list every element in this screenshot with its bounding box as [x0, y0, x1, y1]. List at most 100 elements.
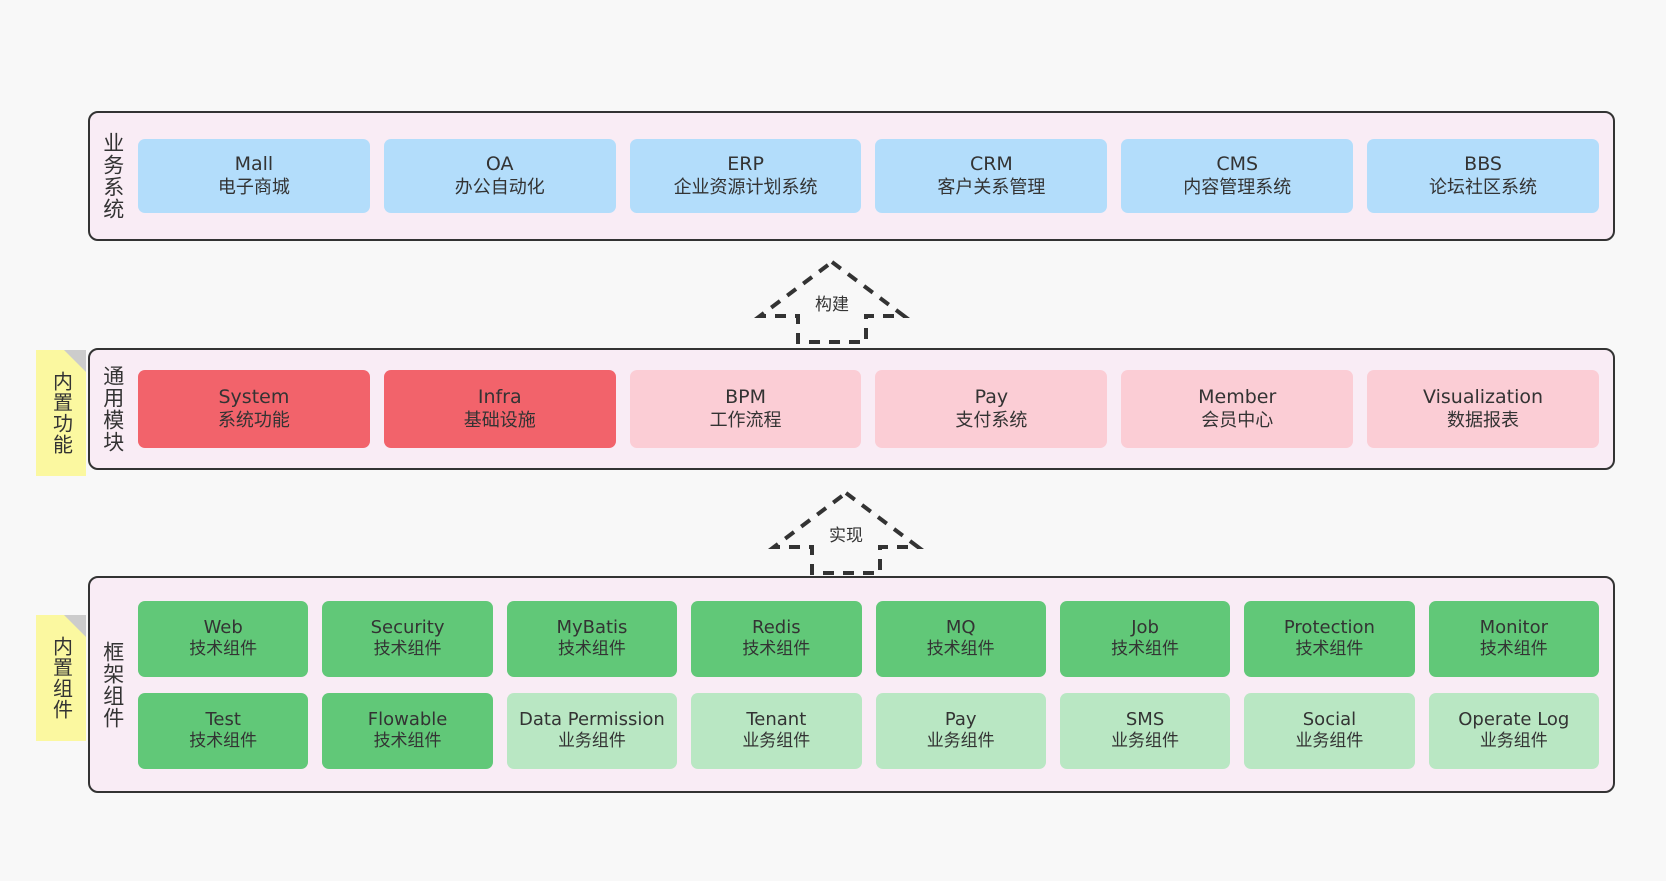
- node-title: Security: [370, 617, 445, 639]
- layer-title-business-system: 业务系统: [100, 132, 125, 220]
- node-subtitle: 技术组件: [373, 731, 442, 752]
- layer-common-module: 通用模块 System 系统功能 Infra 基础设施 BPM 工作流程 Pay…: [88, 348, 1615, 470]
- node-pay-component[interactable]: Pay 业务组件: [875, 692, 1046, 769]
- node-mybatis[interactable]: MyBatis 技术组件: [506, 600, 678, 677]
- node-bpm[interactable]: BPM 工作流程: [629, 370, 862, 448]
- node-data-permission[interactable]: Data Permission 业务组件: [506, 692, 678, 769]
- node-subtitle: 电子商城: [217, 176, 290, 198]
- arrow-implement: 实现: [762, 487, 930, 577]
- node-pay[interactable]: Pay 支付系统: [875, 370, 1108, 448]
- layer-title-framework-component: 框架组件: [100, 640, 125, 729]
- node-title: Social: [1302, 709, 1357, 731]
- node-row: Test 技术组件 Flowable 技术组件 Data Permission …: [138, 692, 1599, 769]
- node-title: Monitor: [1479, 617, 1549, 639]
- node-subtitle: 内容管理系统: [1183, 176, 1292, 198]
- node-subtitle: 论坛社区系统: [1429, 176, 1538, 198]
- node-security[interactable]: Security 技术组件: [322, 600, 493, 677]
- node-title: Job: [1131, 617, 1159, 639]
- node-subtitle: 技术组件: [1479, 639, 1548, 660]
- node-redis[interactable]: Redis 技术组件: [691, 600, 862, 677]
- node-subtitle: 技术组件: [373, 639, 442, 660]
- layer-body-business-system: Mall 电子商城 OA 办公自动化 ERP 企业资源计划系统 CRM 客户关系…: [134, 113, 1613, 239]
- node-title: BBS: [1464, 153, 1502, 176]
- node-title: CMS: [1216, 153, 1259, 176]
- node-tenant[interactable]: Tenant 业务组件: [691, 692, 862, 769]
- node-infra[interactable]: Infra 基础设施: [383, 370, 616, 448]
- node-title: Test: [205, 709, 241, 731]
- node-row: Mall 电子商城 OA 办公自动化 ERP 企业资源计划系统 CRM 客户关系…: [138, 139, 1599, 213]
- layer-body-common-module: System 系统功能 Infra 基础设施 BPM 工作流程 Pay 支付系统…: [134, 350, 1613, 468]
- node-row: System 系统功能 Infra 基础设施 BPM 工作流程 Pay 支付系统…: [138, 370, 1599, 448]
- node-subtitle: 业务组件: [1295, 731, 1364, 752]
- node-flowable[interactable]: Flowable 技术组件: [322, 692, 493, 769]
- node-subtitle: 业务组件: [926, 731, 995, 752]
- node-subtitle: 业务组件: [557, 731, 626, 752]
- node-cms[interactable]: CMS 内容管理系统: [1121, 139, 1354, 213]
- node-subtitle: 系统功能: [217, 409, 290, 431]
- node-title: Web: [203, 617, 243, 639]
- node-protection[interactable]: Protection 技术组件: [1244, 600, 1415, 677]
- layer-title-common-module: 通用模块: [100, 365, 125, 453]
- node-title: ERP: [727, 153, 764, 176]
- node-subtitle: 业务组件: [1479, 731, 1548, 752]
- node-erp[interactable]: ERP 企业资源计划系统: [629, 139, 862, 213]
- node-subtitle: 客户关系管理: [937, 176, 1046, 198]
- dashed-hollow-arrow-up-icon: [754, 259, 910, 344]
- node-subtitle: 数据报表: [1447, 409, 1520, 431]
- node-monitor[interactable]: Monitor 技术组件: [1428, 600, 1599, 677]
- node-operate-log[interactable]: Operate Log 业务组件: [1428, 692, 1599, 769]
- node-bbs[interactable]: BBS 论坛社区系统: [1367, 139, 1599, 213]
- node-title: Infra: [477, 386, 522, 409]
- node-oa[interactable]: OA 办公自动化: [383, 139, 616, 213]
- node-title: Mall: [234, 153, 274, 176]
- node-title: Redis: [752, 617, 801, 639]
- node-mall[interactable]: Mall 电子商城: [138, 139, 370, 213]
- node-title: CRM: [969, 153, 1013, 176]
- node-subtitle: 业务组件: [1111, 731, 1180, 752]
- node-title: SMS: [1125, 709, 1165, 731]
- node-subtitle: 工作流程: [709, 409, 782, 431]
- node-web[interactable]: Web 技术组件: [138, 600, 309, 677]
- sticky-note-builtin-component: 内置组件: [36, 615, 86, 741]
- node-subtitle: 技术组件: [1295, 639, 1364, 660]
- node-subtitle: 技术组件: [742, 639, 811, 660]
- node-title: BPM: [725, 386, 767, 409]
- node-mq[interactable]: MQ 技术组件: [875, 600, 1046, 677]
- node-subtitle: 技术组件: [189, 731, 258, 752]
- node-title: OA: [485, 153, 514, 176]
- node-title: MQ: [945, 617, 976, 639]
- node-title: Protection: [1283, 617, 1375, 639]
- arrow-build: 构建: [748, 256, 916, 346]
- node-subtitle: 会员中心: [1201, 409, 1274, 431]
- node-title: MyBatis: [556, 617, 628, 639]
- node-row: Web 技术组件 Security 技术组件 MyBatis 技术组件 Redi…: [138, 600, 1599, 677]
- layer-body-framework-component: Web 技术组件 Security 技术组件 MyBatis 技术组件 Redi…: [134, 578, 1613, 791]
- node-title: Data Permission: [519, 709, 665, 731]
- node-subtitle: 技术组件: [926, 639, 995, 660]
- node-sms[interactable]: SMS 业务组件: [1059, 692, 1231, 769]
- node-crm[interactable]: CRM 客户关系管理: [875, 139, 1108, 213]
- node-system[interactable]: System 系统功能: [138, 370, 370, 448]
- node-subtitle: 技术组件: [189, 639, 258, 660]
- node-visualization[interactable]: Visualization 数据报表: [1367, 370, 1599, 448]
- node-test[interactable]: Test 技术组件: [138, 692, 309, 769]
- node-title: Pay: [944, 709, 977, 731]
- sticky-note-builtin-function: 内置功能: [36, 350, 86, 476]
- node-subtitle: 基础设施: [463, 409, 536, 431]
- node-member[interactable]: Member 会员中心: [1121, 370, 1354, 448]
- node-title: Visualization: [1423, 386, 1544, 409]
- node-job[interactable]: Job 技术组件: [1059, 600, 1231, 677]
- node-subtitle: 技术组件: [557, 639, 626, 660]
- node-title: Member: [1198, 386, 1277, 409]
- node-title: System: [218, 386, 290, 409]
- node-subtitle: 业务组件: [742, 731, 811, 752]
- node-title: Tenant: [746, 709, 807, 731]
- dashed-hollow-arrow-up-icon: [768, 490, 924, 575]
- node-title: Pay: [974, 386, 1009, 409]
- node-subtitle: 技术组件: [1111, 639, 1180, 660]
- node-subtitle: 支付系统: [955, 409, 1028, 431]
- node-social[interactable]: Social 业务组件: [1244, 692, 1415, 769]
- node-subtitle: 企业资源计划系统: [673, 176, 818, 198]
- layer-framework-component: 框架组件 Web 技术组件 Security 技术组件 MyBatis 技术组件…: [88, 576, 1615, 793]
